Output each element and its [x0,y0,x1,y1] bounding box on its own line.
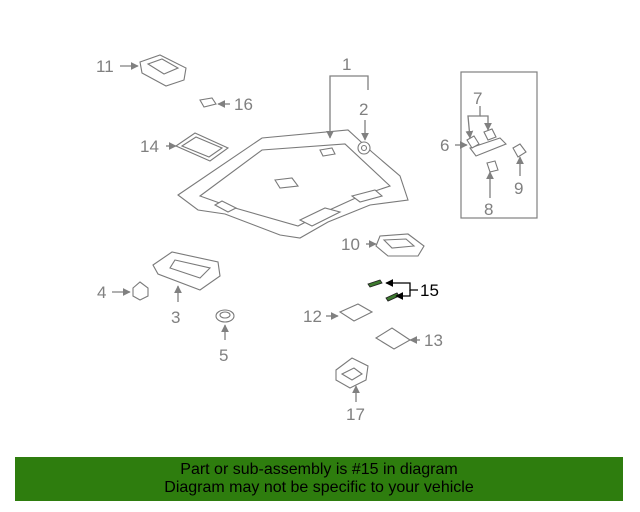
cover-part-12 [338,303,374,322]
callout-11: 11 [96,57,114,76]
console-part-10 [375,233,425,257]
callout-13: 13 [424,331,443,350]
footer-banner: Part or sub-assembly is #15 in diagram D… [15,457,623,501]
callout-4: 4 [97,283,106,302]
map-lamp-part-11 [139,54,187,87]
callout-12: 12 [303,307,322,326]
bulb-part-16 [199,97,217,108]
callout-6: 6 [440,136,449,155]
assist-grip-box-part-6 [460,71,538,219]
lens-part-14 [174,132,230,162]
footer-line-2: Diagram may not be specific to your vehi… [164,479,474,496]
callout-8: 8 [484,200,493,219]
headliner-part-1 [177,129,409,239]
clip-part-2 [357,141,371,155]
clip-part-4 [132,281,149,301]
plug-part-5 [215,309,235,323]
callout-5: 5 [219,346,228,365]
leader-lines [112,62,524,402]
callout-9: 9 [514,179,523,198]
cover-part-13 [374,327,412,350]
callout-10: 10 [341,235,360,254]
footer-line-1: Part or sub-assembly is #15 in diagram [180,461,458,478]
callout-15: 15 [420,281,439,300]
callout-7: 7 [473,89,482,108]
callout-14: 14 [140,137,159,156]
callout-labels: 1 2 3 4 5 6 7 8 9 10 11 12 13 14 15 16 1… [96,55,523,424]
callout-16: 16 [234,95,253,114]
sunglass-holder-part-3 [152,251,221,291]
callout-1: 1 [342,55,351,74]
callout-3: 3 [171,308,180,327]
callout-17: 17 [346,405,365,424]
bracket-part-17 [335,357,369,389]
callout-2: 2 [359,100,368,119]
